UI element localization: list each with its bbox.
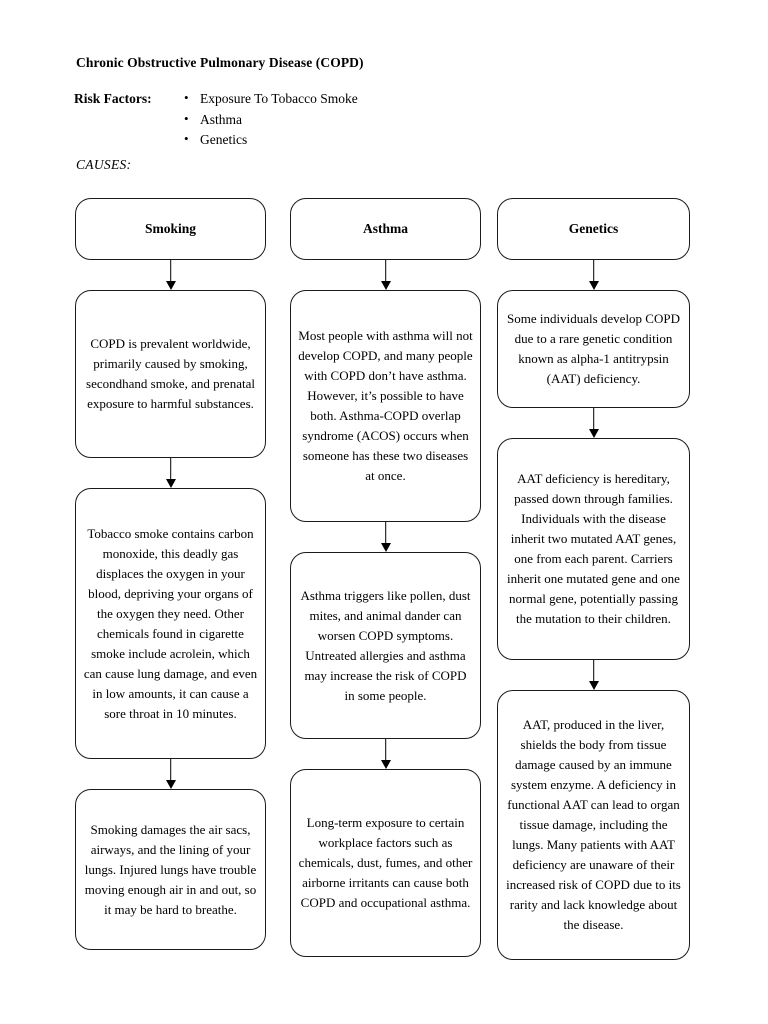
arrow-down-icon bbox=[290, 522, 481, 552]
bullet-icon: • bbox=[184, 110, 189, 126]
flowchart-text-box: Asthma triggers like pollen, dust mites,… bbox=[290, 552, 481, 739]
flowchart-header-box: Asthma bbox=[290, 198, 481, 260]
page-title: Chronic Obstructive Pulmonary Disease (C… bbox=[76, 55, 364, 70]
flowchart-text-box: Long-term exposure to certain workplace … bbox=[290, 769, 481, 957]
risk-factors-label: Risk Factors: bbox=[74, 91, 152, 106]
flowchart-column-asthma: Asthma Most people with asthma will not … bbox=[290, 198, 481, 957]
risk-factors-list: • Exposure To Tobacco Smoke • Asthma • G… bbox=[182, 90, 358, 153]
list-item: • Asthma bbox=[182, 110, 358, 133]
bullet-icon: • bbox=[184, 90, 189, 105]
arrow-down-icon bbox=[75, 458, 266, 488]
flowchart-text-box: AAT, produced in the liver, shields the … bbox=[497, 690, 690, 960]
arrow-down-icon bbox=[497, 260, 690, 290]
arrow-down-icon bbox=[290, 260, 481, 290]
flowchart-text-box: Tobacco smoke contains carbon monoxide, … bbox=[75, 488, 266, 759]
arrow-down-icon bbox=[290, 739, 481, 769]
arrow-down-icon bbox=[497, 660, 690, 690]
flowchart-text-box: Most people with asthma will not develop… bbox=[290, 290, 481, 522]
flowchart-header-box: Genetics bbox=[497, 198, 690, 260]
risk-factor-text: Asthma bbox=[200, 111, 242, 127]
risk-factor-text: Exposure To Tobacco Smoke bbox=[200, 91, 358, 106]
bullet-icon: • bbox=[184, 131, 189, 146]
flowchart-column-smoking: Smoking COPD is prevalent worldwide, pri… bbox=[75, 198, 266, 950]
arrow-down-icon bbox=[497, 408, 690, 438]
flowchart-header-box: Smoking bbox=[75, 198, 266, 260]
flowchart-text-box: AAT deficiency is hereditary, passed dow… bbox=[497, 438, 690, 660]
arrow-down-icon bbox=[75, 759, 266, 789]
risk-factor-text: Genetics bbox=[200, 132, 248, 147]
arrow-down-icon bbox=[75, 260, 266, 290]
flowchart-text-box: Smoking damages the air sacs, airways, a… bbox=[75, 789, 266, 950]
list-item: • Genetics bbox=[182, 131, 358, 153]
causes-flowchart: Smoking COPD is prevalent worldwide, pri… bbox=[0, 198, 768, 988]
list-item: • Exposure To Tobacco Smoke bbox=[182, 90, 358, 112]
flowchart-text-box: COPD is prevalent worldwide, primarily c… bbox=[75, 290, 266, 458]
flowchart-column-genetics: Genetics Some individuals develop COPD d… bbox=[497, 198, 690, 960]
flowchart-text-box: Some individuals develop COPD due to a r… bbox=[497, 290, 690, 408]
causes-heading: CAUSES: bbox=[76, 157, 132, 172]
